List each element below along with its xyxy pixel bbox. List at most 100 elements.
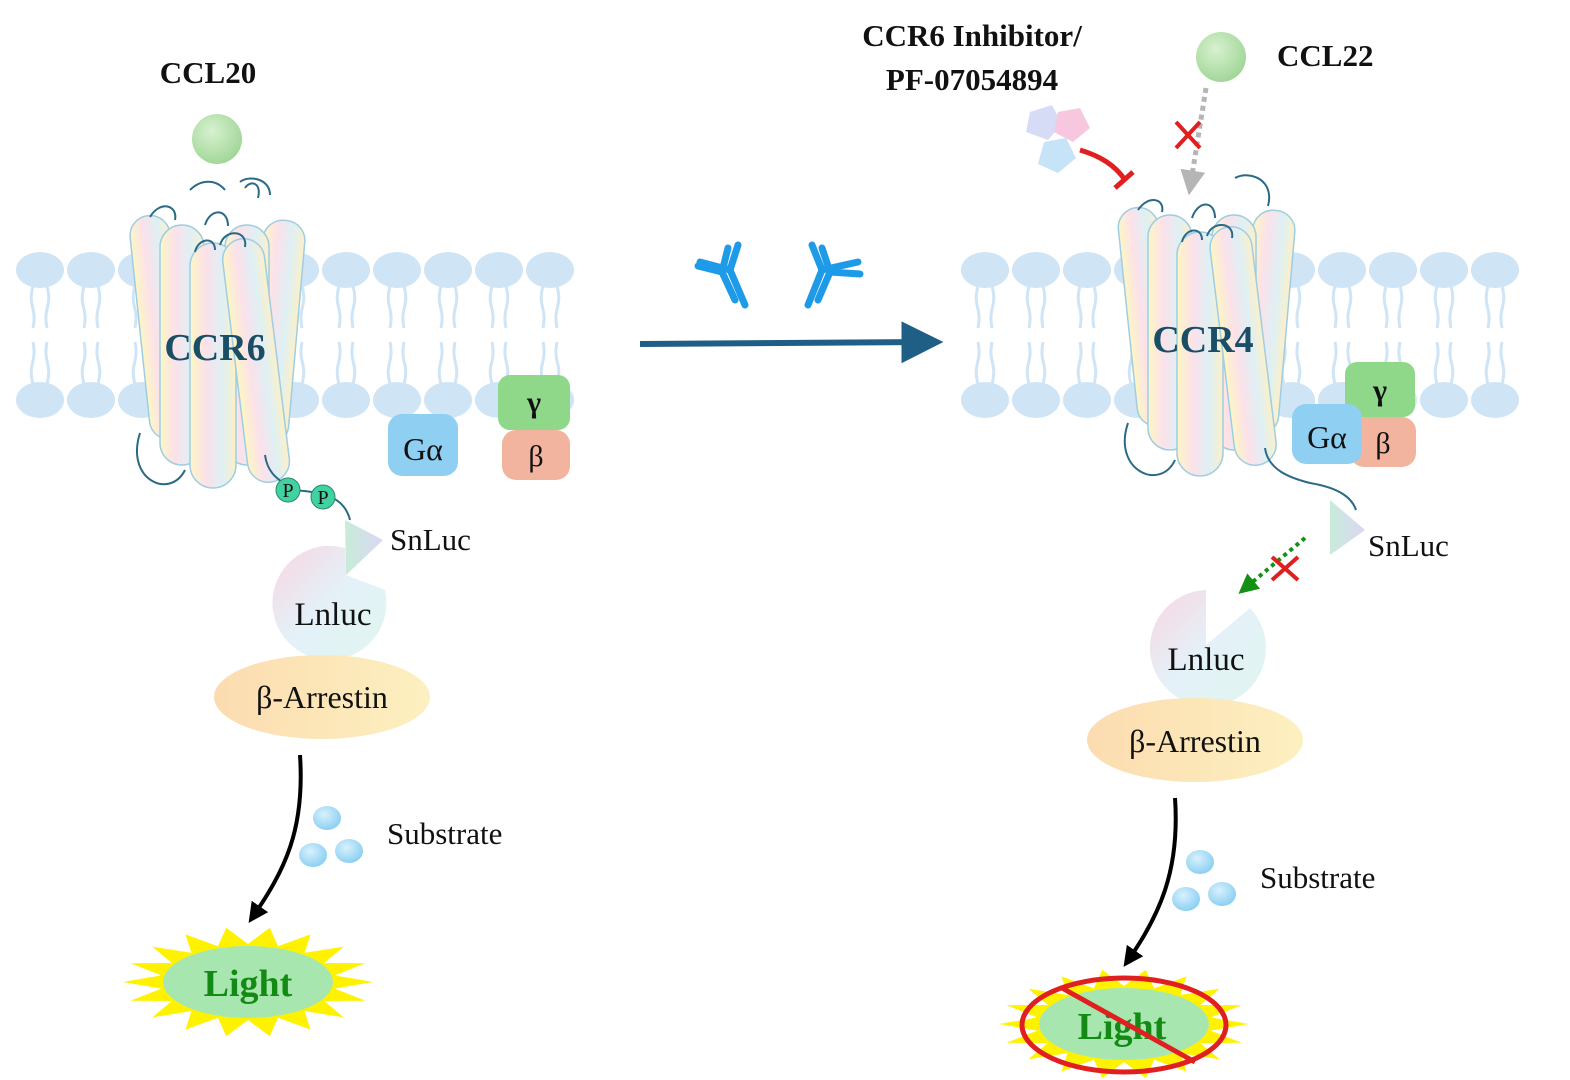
- ccr6-receptor: CCR6: [129, 177, 351, 521]
- lipid-tail: [1091, 285, 1098, 329]
- light-emission: Light: [123, 927, 373, 1037]
- galpha-label: Gα: [1307, 419, 1347, 455]
- lipid-head: [322, 252, 370, 288]
- lipid-head: [1420, 382, 1468, 418]
- lipid-tail: [989, 341, 996, 385]
- substrate-droplets: [1172, 850, 1236, 911]
- lipid-tail: [1091, 341, 1098, 385]
- lipid-tail: [1484, 341, 1491, 385]
- inhibition-line: [1079, 147, 1128, 182]
- phospho-label: P: [317, 487, 328, 509]
- lipid-tail: [44, 341, 51, 385]
- phospho-label: P: [282, 480, 293, 502]
- lipid-tail: [335, 285, 342, 329]
- lipid-tail: [488, 285, 495, 329]
- lipid-head: [1012, 382, 1060, 418]
- lipid-tail: [1397, 285, 1404, 329]
- beta-arrestin: [214, 655, 430, 739]
- transition: [639, 241, 944, 364]
- arrestin-label: β-Arrestin: [256, 679, 388, 715]
- blocked-binding-arrow: [1180, 87, 1209, 196]
- lipid-tail: [29, 341, 36, 385]
- lipid-head: [1063, 382, 1111, 418]
- lipid-tail: [350, 285, 357, 329]
- lipid-head: [16, 382, 64, 418]
- lipid-tail: [1433, 341, 1440, 385]
- lipid-tail: [95, 285, 102, 329]
- lnluc-fragment: [1149, 590, 1266, 706]
- lipid-head: [1012, 252, 1060, 288]
- lipid-tail: [299, 285, 306, 329]
- lipid-head: [475, 252, 523, 288]
- substrate-label: Substrate: [387, 816, 502, 851]
- inhibitor-label-line2: PF-07054894: [886, 62, 1058, 97]
- antibody-icon: [804, 241, 864, 309]
- lipid-head: [322, 382, 370, 418]
- lipid-tail: [1499, 285, 1506, 329]
- block-x-icon: [1270, 555, 1300, 582]
- lnluc-fragment: [272, 545, 387, 660]
- lipid-head: [1369, 252, 1417, 288]
- lipid-tail: [452, 285, 459, 329]
- block-x-icon: [1174, 120, 1202, 150]
- lipid-head: [1063, 252, 1111, 288]
- lipid-tail: [974, 341, 981, 385]
- lipid-tail: [1295, 285, 1302, 329]
- lipid-tail: [1025, 341, 1032, 385]
- galpha-subunit: [388, 414, 458, 476]
- lipid-tail: [1040, 341, 1047, 385]
- lipid-tail: [503, 285, 510, 329]
- lipid-tail: [1346, 285, 1353, 329]
- beta-label: β: [1375, 427, 1390, 460]
- beta-label: β: [528, 440, 543, 473]
- lipid-tail: [539, 285, 546, 329]
- beta-arrestin: [1087, 698, 1303, 782]
- lipid-tail: [554, 285, 561, 329]
- lipid-tail: [452, 341, 459, 385]
- lipid-tail: [488, 341, 495, 385]
- lipid-head: [16, 252, 64, 288]
- antibody-icon: [694, 241, 749, 309]
- lipid-tail: [1076, 285, 1083, 329]
- light-emission-blocked: Light: [999, 969, 1249, 1079]
- lipid-tail: [131, 285, 138, 329]
- lipid-tail: [386, 285, 393, 329]
- lipid-tail: [350, 341, 357, 385]
- ccr4-label: CCR4: [1152, 319, 1253, 361]
- galpha-label: Gα: [403, 431, 443, 467]
- lipid-tail: [1448, 285, 1455, 329]
- right-panel: CCR6 Inhibitor/ PF-07054894 CCL22: [862, 18, 1449, 1079]
- lipid-head: [1471, 252, 1519, 288]
- lipid-head: [961, 252, 1009, 288]
- galpha-subunit: [1292, 404, 1362, 464]
- lipid-tail: [401, 341, 408, 385]
- ccl20-label: CCL20: [160, 55, 256, 90]
- lipid-tail: [29, 285, 36, 329]
- snluc-label: SnLuc: [390, 522, 471, 557]
- gamma-label: γ: [1372, 374, 1387, 407]
- lipid-head: [424, 252, 472, 288]
- ccr4-receptor: CCR4: [1117, 174, 1357, 511]
- lipid-head: [373, 252, 421, 288]
- g-protein-right: γ β Gα: [1292, 362, 1416, 467]
- lnluc-label: Lnluc: [295, 597, 372, 633]
- arrestin-label: β-Arrestin: [1129, 723, 1261, 759]
- lipid-tail: [1295, 341, 1302, 385]
- lipid-tail: [1382, 285, 1389, 329]
- lipid-tail: [1076, 341, 1083, 385]
- lipid-tail: [44, 285, 51, 329]
- signal-arrow: [1123, 797, 1178, 967]
- lipid-tail: [974, 285, 981, 329]
- lipid-head: [1420, 252, 1468, 288]
- lipid-tail: [386, 341, 393, 385]
- lipid-head: [373, 382, 421, 418]
- lipid-head: [424, 382, 472, 418]
- lipid-tail: [437, 285, 444, 329]
- lipid-head: [67, 382, 115, 418]
- lnluc-label: Lnluc: [1168, 642, 1245, 678]
- beta-subunit: [502, 430, 570, 480]
- lipid-tail: [1331, 285, 1338, 329]
- substrate-droplets: [299, 806, 363, 867]
- lipid-head: [67, 252, 115, 288]
